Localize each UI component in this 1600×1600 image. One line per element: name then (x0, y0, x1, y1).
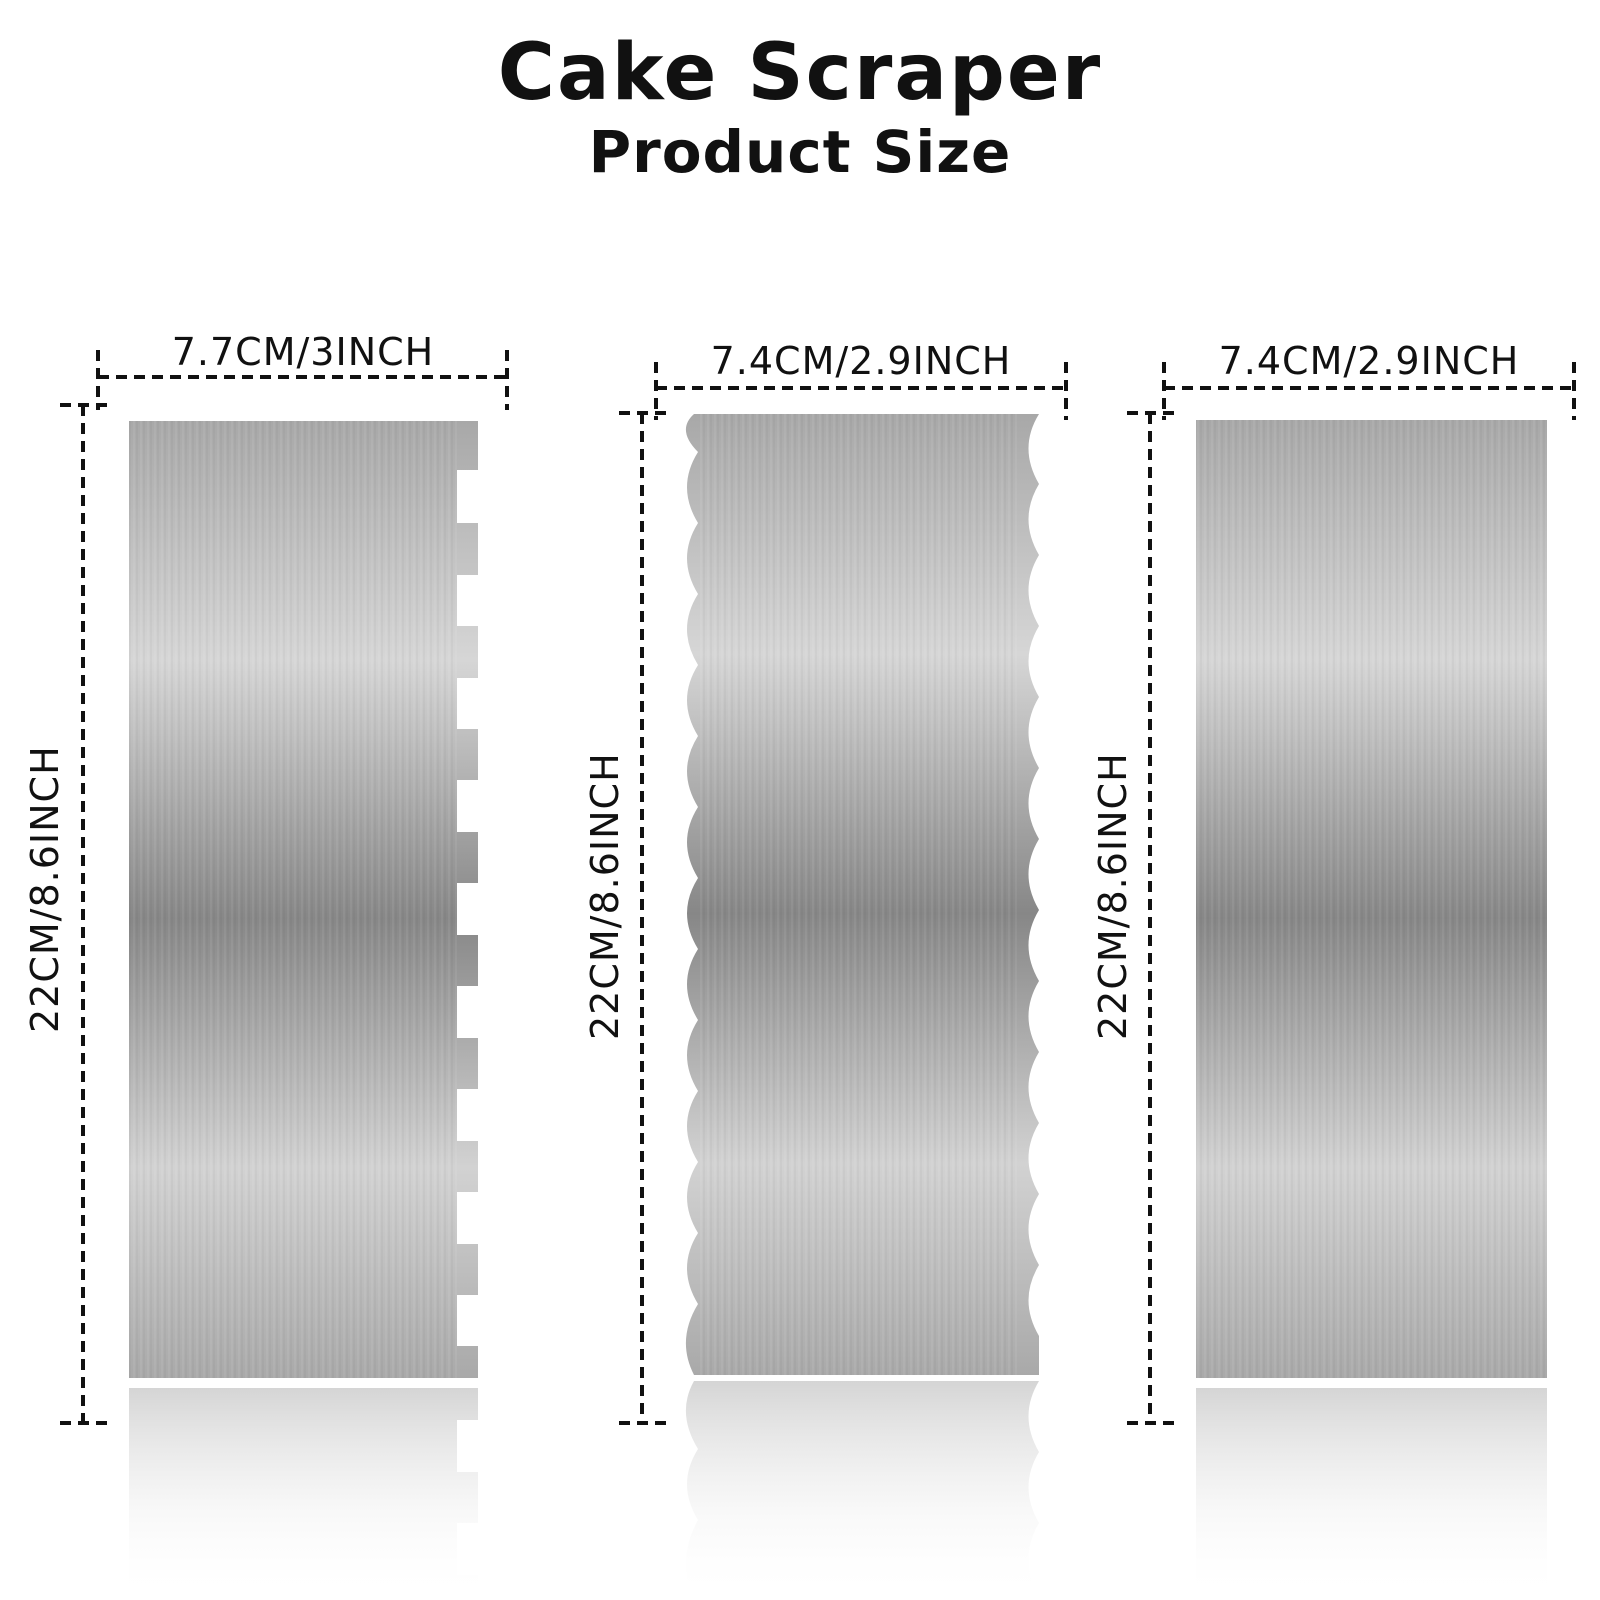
height-label: 22CM/8.6INCH (1091, 752, 1135, 1040)
height-label: 22CM/8.6INCH (583, 752, 627, 1040)
product-title: Cake Scraper (497, 28, 1103, 118)
scraper-reflection (1196, 1388, 1547, 1600)
scraper-straight (1196, 420, 1547, 1600)
dimension-lines (60, 350, 1576, 1425)
brushed-texture (698, 414, 1018, 1375)
brushed-texture (129, 421, 457, 1378)
width-label: 7.7CM/3INCH (171, 330, 435, 374)
scraper-square-teeth (129, 421, 478, 1600)
width-label: 7.4CM/2.9INCH (1218, 339, 1520, 383)
scraper-reflection (685, 1381, 1039, 1600)
scraper-scalloped (685, 414, 1039, 1600)
brushed-texture (1196, 420, 1547, 1378)
product-subtitle: Product Size (588, 118, 1012, 186)
height-label: 22CM/8.6INCH (23, 745, 67, 1033)
width-label: 7.4CM/2.9INCH (710, 339, 1012, 383)
scraper-reflection (129, 1388, 478, 1600)
